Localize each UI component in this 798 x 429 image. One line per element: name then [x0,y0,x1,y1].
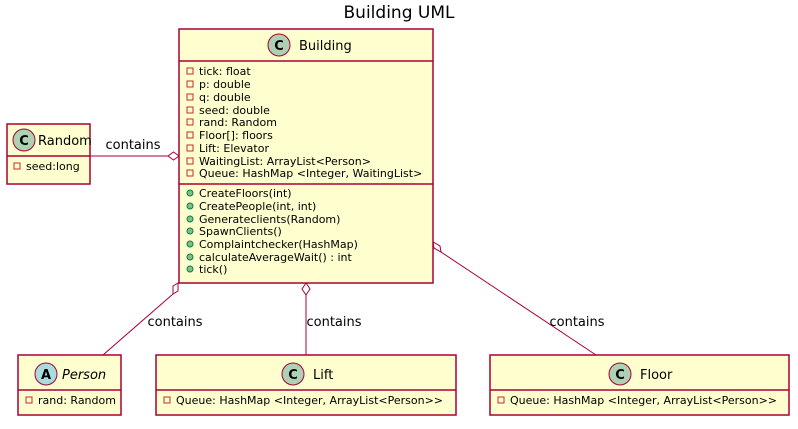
field: Queue: HashMap <Integer, WaitingList> [199,167,422,180]
class-badge [12,128,36,152]
private-marker [186,118,194,126]
aggregation-diamond [172,282,179,295]
field: p: double [199,78,251,91]
private-marker [186,80,194,88]
private-marker [163,396,171,404]
method: Generateclients(Random) [199,213,340,226]
class-person[interactable]: A Person rand: Random [17,354,122,416]
field: seed: double [199,104,270,117]
public-marker [186,253,194,261]
class-badge-letter: A [41,368,51,383]
class-name: Person [62,368,106,383]
private-marker [186,106,194,114]
class-badge-letter: C [615,368,625,383]
class-badge-letter: C [19,134,29,149]
method-list: CreateFloors(int) CreatePeople(int, int)… [186,187,358,276]
relation-label: contains [549,315,604,330]
relation-building-person: contains [102,282,203,356]
private-marker [186,93,194,101]
class-random[interactable]: C Random seed:long [6,123,92,185]
field: WaitingList: ArrayList<Person> [199,155,371,168]
aggregation-diamond [301,282,311,296]
private-marker [186,67,194,75]
relation-label: contains [306,315,361,330]
field: Lift: Elevator [199,142,269,155]
private-marker [497,396,505,404]
private-marker [186,131,194,139]
class-name: Random [38,134,92,149]
method: CreatePeople(int, int) [199,200,316,213]
class-badge [281,362,305,386]
field: rand: Random [38,394,116,407]
method: Complaintchecker(HashMap) [199,238,358,251]
class-building[interactable]: C Building tick: float p: double q: doub… [178,28,434,284]
public-marker [186,202,194,210]
method: tick() [199,263,227,276]
public-marker [186,227,194,235]
class-lift[interactable]: C Lift Queue: HashMap <Integer, ArrayLis… [155,354,457,416]
aggregation-diamond [432,241,442,253]
aggregation-diamond [167,151,180,161]
field: Floor[]: floors [199,129,273,142]
field: Queue: HashMap <Integer, ArrayList<Perso… [510,394,777,407]
private-marker [25,396,33,404]
relation-building-random: contains [90,138,180,161]
class-name: Building [299,39,352,54]
relation-label: contains [147,315,202,330]
abstract-badge [34,362,58,386]
public-marker [186,215,194,223]
relation-building-floor: contains [432,241,605,356]
class-badge [267,33,291,57]
public-marker [186,265,194,273]
field-list: tick: float p: double q: double seed: do… [186,65,422,180]
class-name: Floor [640,368,673,383]
method: SpawnClients() [199,225,282,238]
method: CreateFloors(int) [199,187,292,200]
field: tick: float [199,65,251,78]
class-badge-letter: C [288,368,298,383]
field: Queue: HashMap <Integer, ArrayList<Perso… [176,394,443,407]
private-marker [186,144,194,152]
field: rand: Random [199,116,277,129]
class-floor[interactable]: C Floor Queue: HashMap <Integer, ArrayLi… [489,354,790,416]
class-badge [608,362,632,386]
field: seed:long [26,160,80,173]
private-marker [186,157,194,165]
field: q: double [199,91,251,104]
method: calculateAverageWait() : int [199,251,353,264]
private-marker [13,162,21,170]
class-name: Lift [313,368,333,383]
diagram-title: Building UML [344,3,455,23]
private-marker [186,169,194,177]
relation-label: contains [105,138,160,153]
public-marker [186,240,194,248]
class-badge-letter: C [274,39,284,54]
public-marker [186,189,194,197]
relation-building-lift: contains [301,282,362,355]
